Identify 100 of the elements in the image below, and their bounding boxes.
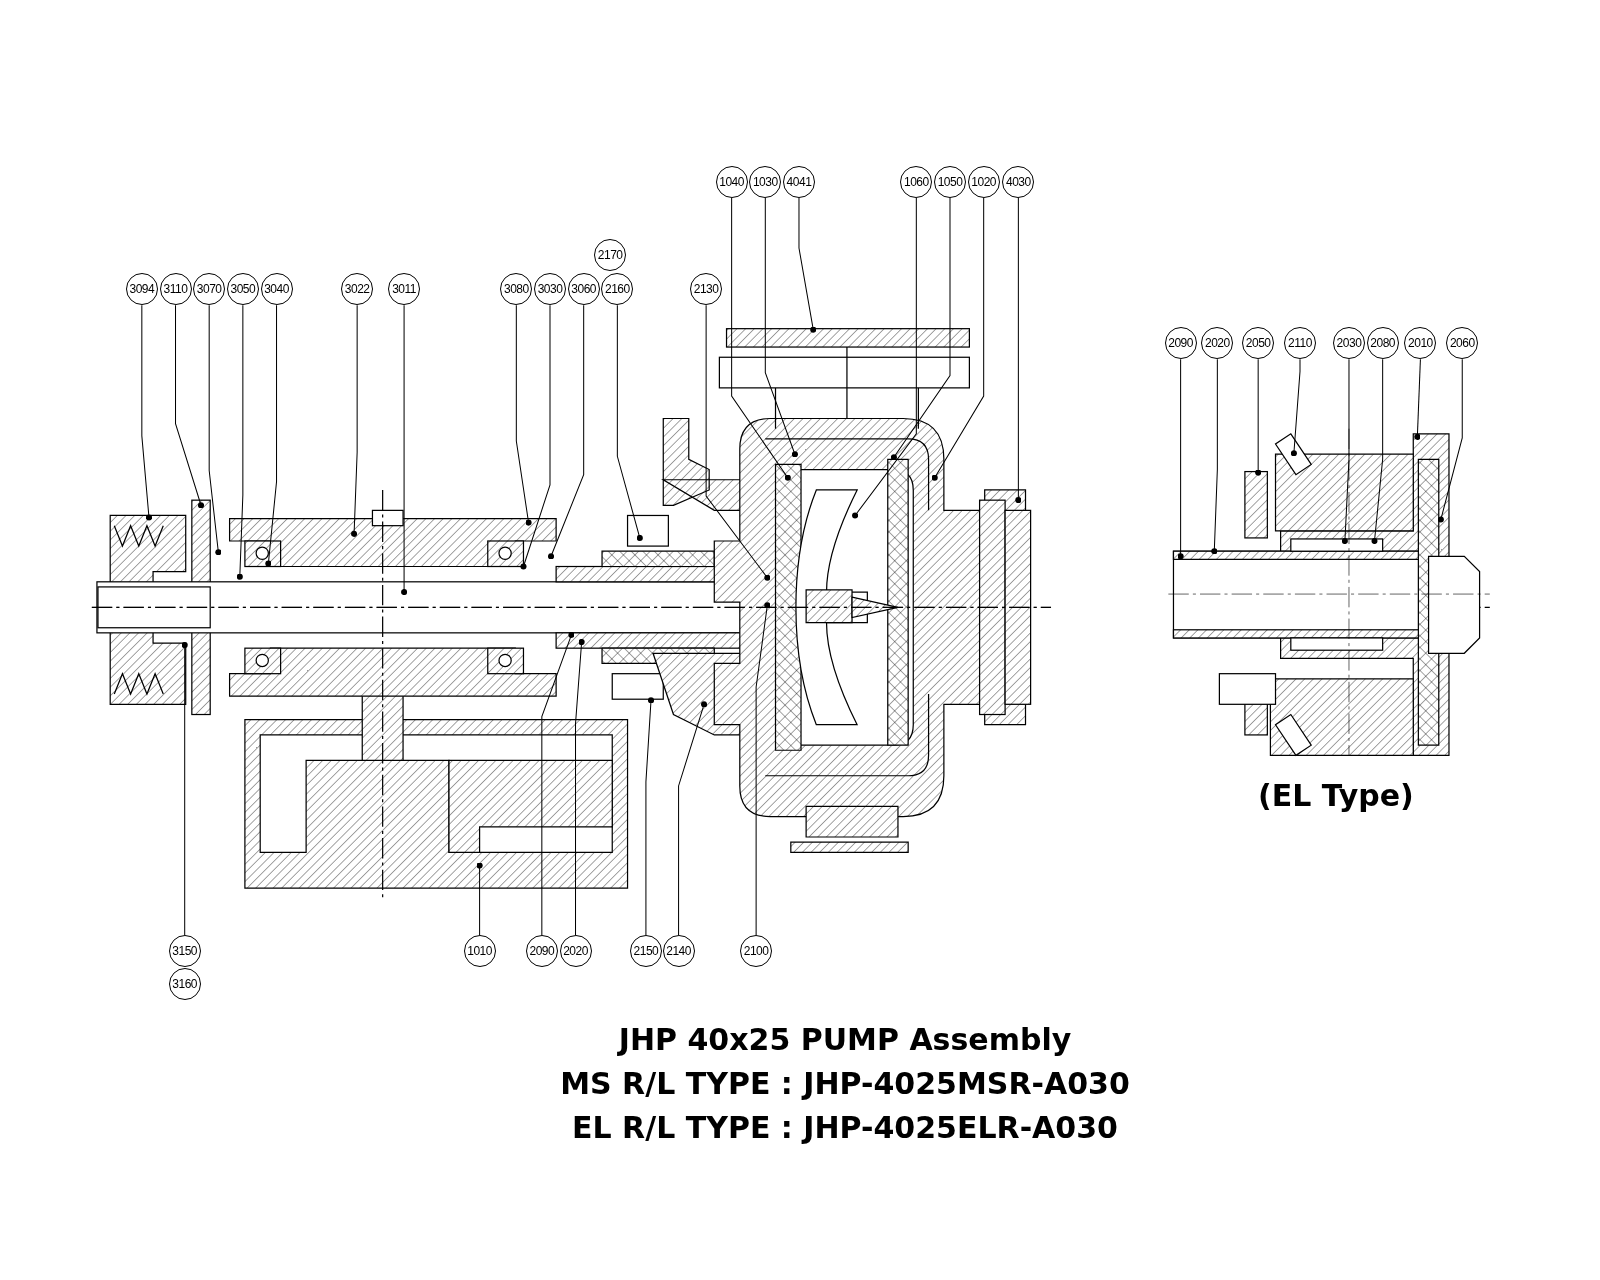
- callout-number: 3011: [392, 282, 416, 295]
- callout-number: 3050: [230, 282, 256, 295]
- leader-line: [798, 197, 817, 333]
- leader-line: [401, 304, 408, 596]
- callout-circle: [168, 967, 201, 1000]
- callout-number: 3022: [344, 282, 370, 295]
- callout-circle: [341, 272, 374, 305]
- callout-circle: [749, 165, 782, 198]
- callout-number: 2020: [563, 945, 588, 957]
- callout-number: 1030: [752, 175, 778, 188]
- callout-circle: [1164, 326, 1197, 359]
- leader-line: [1437, 358, 1463, 523]
- callout-circle: [463, 935, 496, 967]
- callout-number: 2160: [605, 282, 630, 295]
- callout-number: 2110: [1288, 336, 1312, 349]
- leader-line: [175, 304, 205, 509]
- leader-line: [1211, 358, 1218, 555]
- callout-circle: [934, 165, 966, 198]
- callout-circle: [1446, 326, 1479, 359]
- callout-number: 1060: [903, 175, 929, 188]
- leader-line: [1177, 358, 1184, 560]
- callout-number: 1040: [719, 175, 744, 188]
- callout-circle: [967, 165, 1000, 198]
- callout-circle: [525, 935, 558, 967]
- callout-number: 2090: [1168, 336, 1193, 349]
- callout-number: 2080: [1370, 336, 1395, 349]
- callout-circle: [1332, 326, 1365, 359]
- leader-line: [541, 631, 575, 936]
- callout-circle: [715, 165, 748, 198]
- callout-number: 3030: [537, 282, 563, 295]
- callout-circle: [226, 272, 259, 305]
- callout-circle: [740, 935, 773, 967]
- callout-number: 2170: [597, 249, 623, 262]
- callout-circle: [900, 165, 933, 198]
- callout-number: 3094: [129, 282, 155, 295]
- leader-line: [731, 197, 791, 481]
- callout-number: 2090: [529, 945, 555, 957]
- callout-circle: [125, 272, 158, 305]
- callout-number: 3040: [264, 282, 289, 295]
- model-label: EL R/L TYPE : JHP-4025ELR-A030: [572, 1110, 1118, 1145]
- callout-circle: [1284, 326, 1316, 359]
- leader-line: [515, 304, 532, 526]
- callout-circle: [1404, 326, 1437, 359]
- callout-circle: [1366, 326, 1399, 359]
- leader-line: [705, 304, 771, 581]
- leader-line: [1255, 358, 1262, 476]
- callout-number: 2030: [1336, 336, 1362, 349]
- leader-line: [141, 304, 153, 521]
- leader-line: [1290, 358, 1301, 457]
- callout-number: 3160: [172, 977, 198, 990]
- callout-circle: [260, 272, 293, 305]
- callout-number: 2020: [1205, 336, 1230, 349]
- callout-circle: [559, 935, 592, 967]
- callout-circle: [567, 272, 600, 305]
- leader-line: [520, 304, 551, 570]
- leader-line: [890, 197, 951, 461]
- callout-circle: [388, 272, 421, 305]
- leader-line: [1414, 358, 1421, 440]
- leader-line: [575, 639, 585, 936]
- callout-circle: [1242, 326, 1275, 359]
- callout-number: 4041: [786, 175, 812, 188]
- callout-number: 1010: [467, 945, 492, 957]
- leader-line: [931, 197, 985, 481]
- callout-circle: [1201, 326, 1234, 359]
- leader-line: [476, 862, 483, 936]
- callout-circle: [662, 935, 695, 967]
- leader-line: [616, 304, 643, 541]
- callout-number: 2130: [693, 282, 719, 295]
- leader-line: [678, 701, 708, 936]
- leader-line: [1371, 358, 1384, 545]
- leader-line: [764, 197, 798, 458]
- callout-number: 2150: [633, 945, 659, 957]
- callout-circle: [1002, 165, 1035, 198]
- leader-line: [645, 697, 655, 936]
- callout-number: 3110: [163, 282, 188, 295]
- callout-number: 3150: [172, 945, 198, 957]
- leader-line: [755, 602, 771, 936]
- callout-number: 3070: [196, 282, 222, 295]
- model-label: MS R/L TYPE : JHP-4025MSR-A030: [560, 1066, 1130, 1101]
- leader-line: [1015, 197, 1022, 504]
- leader-line: [208, 304, 222, 556]
- callout-circle: [629, 935, 662, 967]
- callout-circle: [782, 165, 815, 198]
- callout-number: 2050: [1245, 336, 1271, 349]
- callout-number: 2100: [743, 945, 769, 957]
- leader-line: [547, 304, 585, 560]
- callout-number: 2060: [1449, 336, 1475, 349]
- callout-circle: [168, 935, 201, 967]
- callout-number: 3060: [571, 282, 596, 295]
- leader-line: [351, 304, 358, 537]
- callout-circle: [601, 272, 634, 305]
- callout-circle: [594, 239, 627, 272]
- callout-circle: [534, 272, 566, 305]
- callout-circle: [193, 272, 226, 305]
- callout-circle: [159, 272, 192, 305]
- leader-line: [852, 197, 917, 519]
- callout-number: 2010: [1408, 336, 1433, 349]
- callout-number: 4030: [1006, 175, 1031, 188]
- view-label: (EL Type): [1258, 778, 1414, 813]
- leader-line: [265, 304, 278, 567]
